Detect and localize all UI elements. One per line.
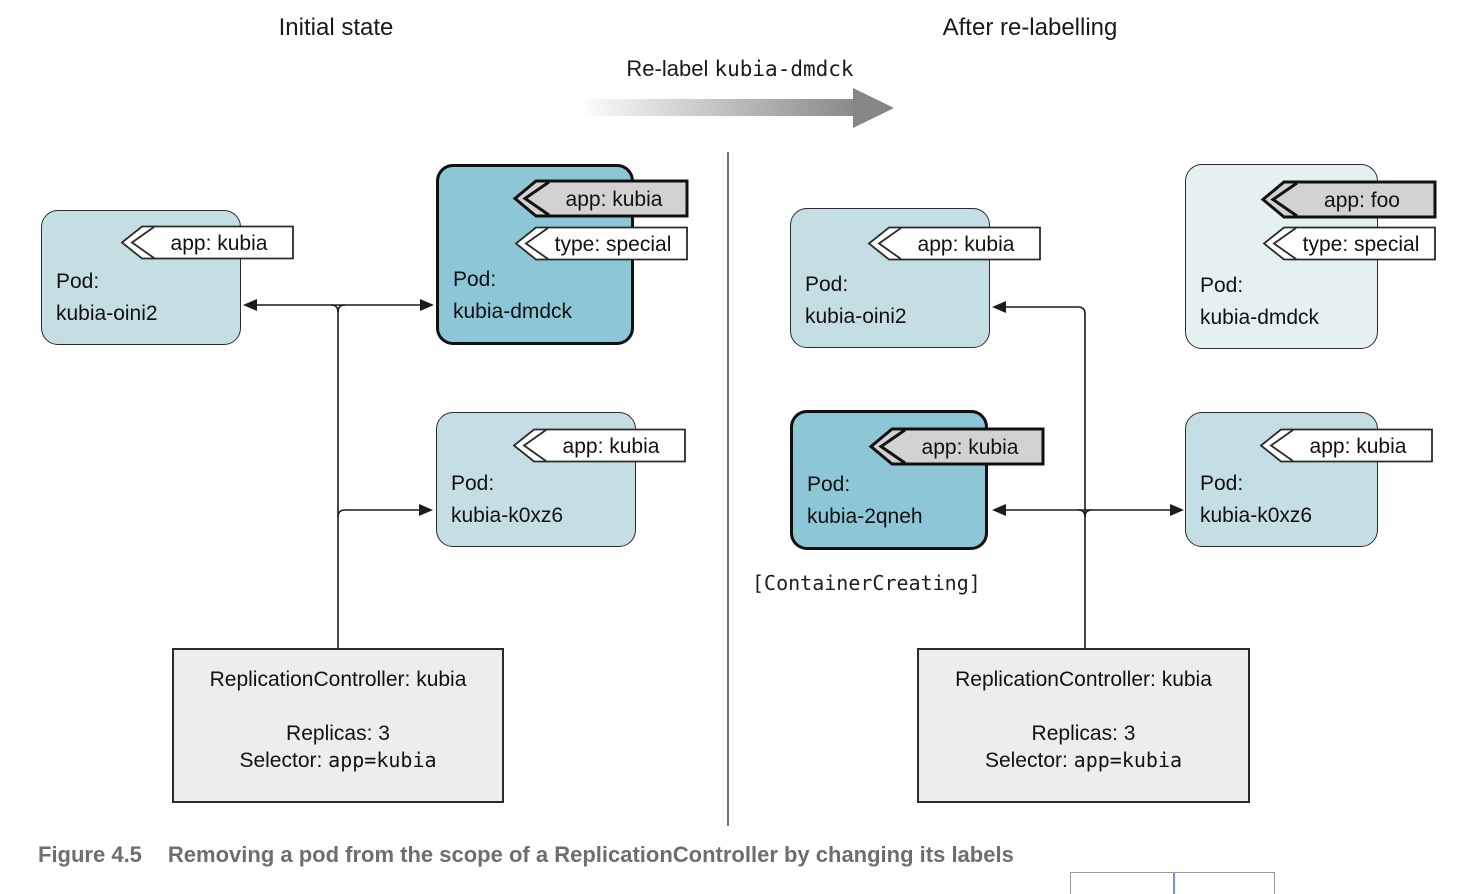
rc-replicas: Replicas: 3 bbox=[1031, 722, 1136, 745]
label-tag-icon: app: kubia bbox=[512, 179, 689, 218]
after-arrowheads bbox=[992, 301, 1184, 516]
label-tag-icon: app: foo bbox=[1260, 180, 1437, 219]
relabel-prefix: Re-label bbox=[626, 56, 709, 81]
after-relabelling-title: After re-labelling bbox=[942, 14, 1118, 41]
replication-controller-initial: ReplicationController: kubia Replicas: 3… bbox=[172, 648, 504, 803]
pod-type-label: Pod: bbox=[1200, 472, 1244, 495]
label-tag-icon: app: kubia bbox=[120, 225, 294, 260]
label-tag-icon: app: kubia bbox=[868, 427, 1045, 466]
relabel-arrow-icon bbox=[585, 88, 894, 128]
initial-arrowheads bbox=[243, 299, 434, 516]
after-connectors bbox=[1000, 306, 1176, 648]
pod-name: kubia-oini2 bbox=[56, 302, 158, 325]
svg-text:type: special: type: special bbox=[555, 233, 672, 256]
svg-text:type: special: type: special bbox=[1303, 233, 1420, 256]
pod-type-label: Pod: bbox=[56, 270, 100, 293]
label-tag-icon: app: kubia bbox=[512, 428, 686, 463]
figure-number: Figure 4.5 bbox=[38, 842, 142, 867]
text-cursor bbox=[1173, 873, 1175, 894]
text-input-partial[interactable] bbox=[1070, 872, 1275, 894]
replication-controller-after: ReplicationController: kubia Replicas: 3… bbox=[917, 648, 1250, 803]
label-tag-icon: type: special bbox=[1262, 226, 1436, 261]
rc-replicas: Replicas: 3 bbox=[286, 722, 390, 745]
pod-name: kubia-dmdck bbox=[453, 300, 573, 323]
rc-selector-value: app=kubia bbox=[328, 748, 437, 772]
svg-text:app: kubia: app: kubia bbox=[1310, 435, 1407, 458]
label-tag-icon: app: kubia bbox=[867, 226, 1041, 261]
pod-name: kubia-2qneh bbox=[807, 505, 923, 528]
figure-caption-text: Removing a pod from the scope of a Repli… bbox=[167, 842, 1014, 867]
rc-name: ReplicationController: kubia bbox=[209, 668, 467, 691]
relabel-pod-name: kubia-dmdck bbox=[714, 57, 854, 81]
svg-text:app: kubia: app: kubia bbox=[171, 232, 268, 255]
rc-selector: Selector: app=kubia bbox=[984, 748, 1183, 772]
pod-name: kubia-k0xz6 bbox=[451, 504, 564, 527]
pod-type-label: Pod: bbox=[451, 472, 495, 495]
pod-type-label: Pod: bbox=[805, 273, 849, 296]
pod-name: kubia-oini2 bbox=[805, 305, 907, 328]
svg-text:app: foo: app: foo bbox=[1324, 189, 1400, 212]
pod-type-label: Pod: bbox=[807, 473, 851, 496]
figure-caption: Figure 4.5 Removing a pod from the scope … bbox=[38, 842, 1014, 868]
pod-type-label: Pod: bbox=[1200, 274, 1244, 297]
label-tag-icon: app: kubia bbox=[1259, 428, 1433, 463]
container-creating-status: [ContainerCreating] bbox=[752, 571, 981, 595]
pod-name: kubia-k0xz6 bbox=[1200, 504, 1313, 527]
svg-text:app: kubia: app: kubia bbox=[563, 435, 660, 458]
rc-name: ReplicationController: kubia bbox=[955, 668, 1212, 691]
svg-text:app: kubia: app: kubia bbox=[566, 188, 663, 211]
initial-state-title: Initial state bbox=[278, 14, 394, 41]
pod-name: kubia-dmdck bbox=[1200, 306, 1320, 329]
relabel-caption: Re-label kubia-dmdck bbox=[560, 56, 920, 82]
svg-text:app: kubia: app: kubia bbox=[918, 233, 1015, 256]
pod-type-label: Pod: bbox=[453, 268, 497, 291]
rc-selector-value: app=kubia bbox=[1073, 748, 1183, 772]
svg-text:app: kubia: app: kubia bbox=[922, 436, 1019, 459]
label-tag-icon: type: special bbox=[514, 226, 688, 261]
initial-connectors bbox=[253, 304, 425, 648]
rc-selector: Selector: app=kubia bbox=[239, 748, 437, 772]
